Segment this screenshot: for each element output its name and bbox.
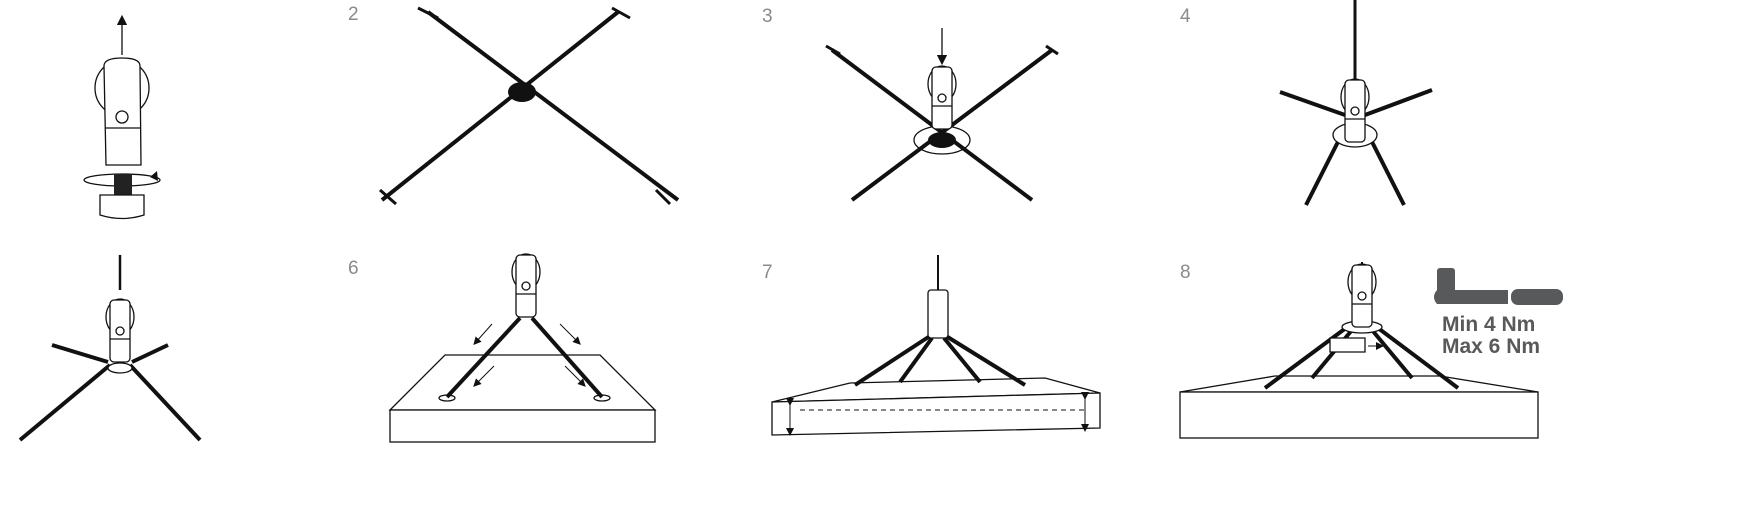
step-7-illustration xyxy=(771,255,1101,436)
step-number-2: 2 xyxy=(348,4,359,25)
step-1-illustration xyxy=(83,14,161,220)
step-2-illustration xyxy=(379,6,680,206)
torque-min-label: Min 4 Nm xyxy=(1442,313,1536,336)
step-number-4: 4 xyxy=(1180,6,1191,27)
step-8-illustration xyxy=(1179,262,1539,439)
step-number-3: 3 xyxy=(762,6,773,27)
step-number-6: 6 xyxy=(348,258,359,279)
torque-wrench-icon xyxy=(1434,268,1563,305)
step-5-illustration xyxy=(18,255,202,442)
step-number-8: 8 xyxy=(1180,262,1191,283)
step-4-illustration xyxy=(1279,0,1433,206)
step-6-illustration xyxy=(388,253,657,443)
step-number-7: 7 xyxy=(762,262,773,283)
torque-max-label: Max 6 Nm xyxy=(1442,335,1541,358)
step-3-illustration xyxy=(825,28,1059,202)
